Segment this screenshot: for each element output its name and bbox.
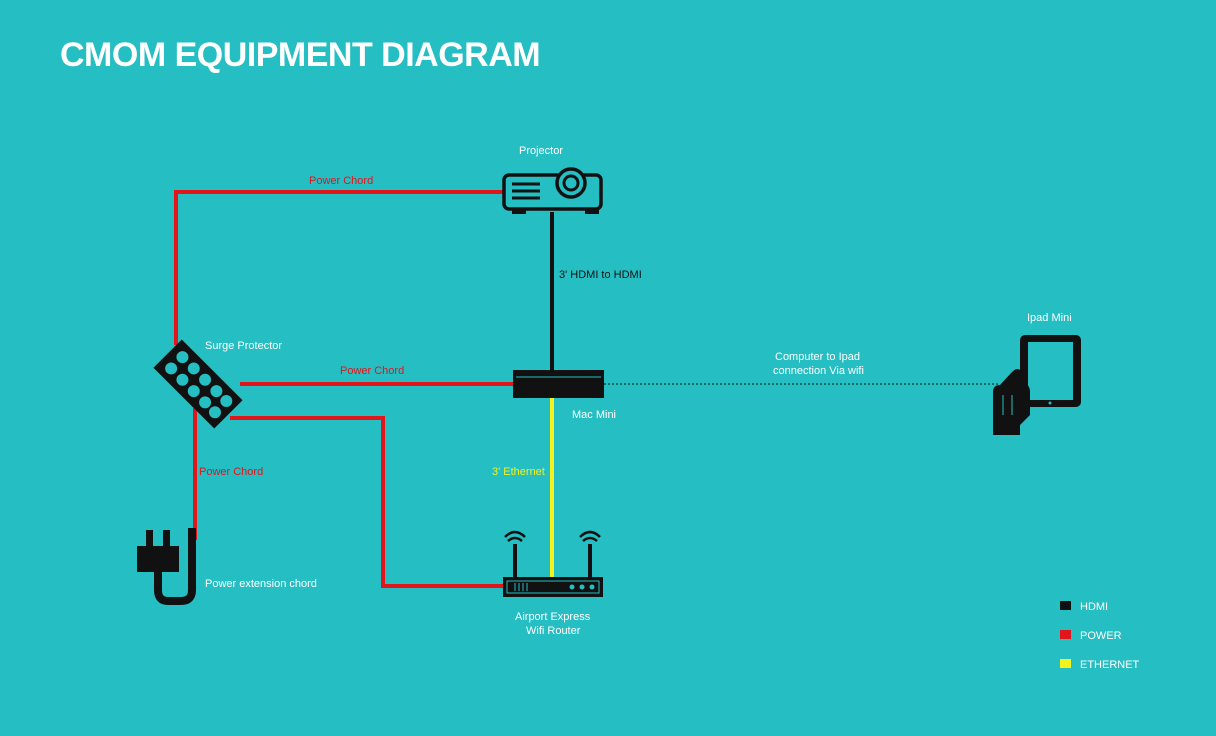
legend-label-ethernet: ETHERNET [1080, 659, 1140, 671]
projector-icon [502, 167, 603, 214]
power-plug-icon [137, 528, 196, 605]
wifi-connection-label-1: Computer to Ipad [775, 351, 860, 363]
hdmi-cable-label: 3' HDMI to HDMI [559, 269, 642, 281]
legend-swatch-power [1060, 630, 1071, 639]
power-chord-mid-label: Power Chord [340, 365, 404, 377]
power-cable-router [230, 416, 503, 588]
power-extension-label: Power extension chord [205, 578, 317, 590]
surge-protector-icon [153, 339, 243, 429]
mac-mini-icon [513, 370, 604, 398]
surge-protector-label: Surge Protector [205, 340, 282, 352]
legend-label-power: POWER [1080, 630, 1122, 642]
page-title: CMOM EQUIPMENT DIAGRAM [60, 36, 541, 74]
wifi-router-icon [503, 530, 603, 597]
power-chord-left-label: Power Chord [199, 466, 263, 478]
legend-swatch-hdmi [1060, 601, 1071, 610]
power-chord-top-label: Power Chord [309, 175, 373, 187]
router-label-1: Airport Express [515, 611, 591, 623]
power-cable-projector [174, 190, 503, 345]
legend-swatch-ethernet [1060, 659, 1071, 668]
ipad-mini-label: Ipad Mini [1027, 312, 1072, 324]
wifi-connection-label-2: connection Via wifi [773, 365, 864, 377]
router-label-2: Wifi Router [526, 625, 581, 637]
legend-label-hdmi: HDMI [1080, 601, 1108, 613]
ethernet-cable-label: 3' Ethernet [492, 466, 545, 478]
ipad-mini-icon [993, 335, 1081, 435]
legend: HDMI POWER ETHERNET [1060, 601, 1140, 671]
projector-label: Projector [519, 145, 563, 157]
mac-mini-label: Mac Mini [572, 409, 616, 421]
